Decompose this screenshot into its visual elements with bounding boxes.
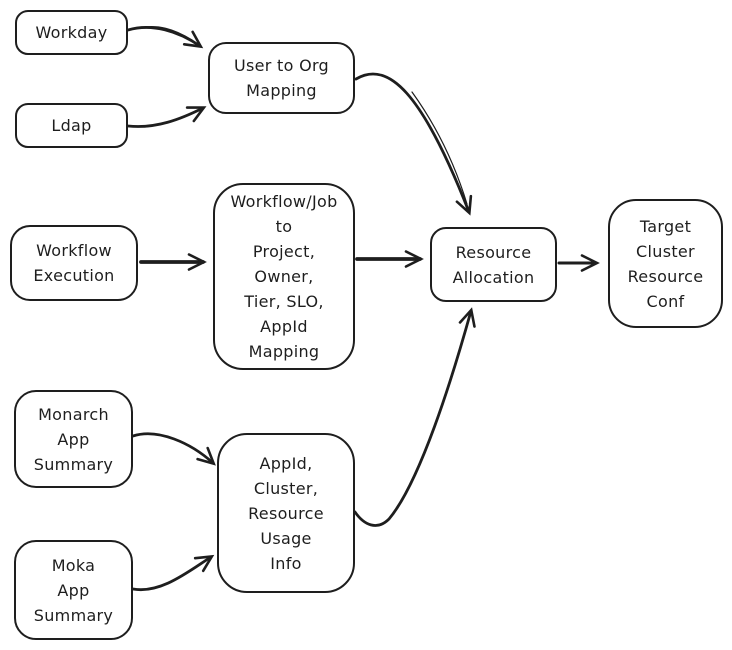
node-workflow-execution-label: Workflow Execution — [33, 241, 115, 285]
node-target-cluster-resource-conf: Target Cluster Resource Conf — [608, 199, 723, 328]
node-ldap: Ldap — [15, 103, 128, 148]
node-monarch-app-summary-label: Monarch App Summary — [33, 404, 114, 474]
node-workflow-job-mapping: Workflow/Job to Project, Owner, Tier, SL… — [213, 183, 355, 370]
node-user-to-org-mapping-label: User to Org Mapping — [233, 56, 330, 100]
node-appid-cluster-usage-info: AppId, Cluster, Resource Usage Info — [217, 433, 355, 593]
arrow-user-org-mapping-to-resource-allocation — [354, 72, 473, 216]
node-monarch-app-summary: Monarch App Summary — [14, 390, 133, 488]
node-target-cluster-resource-conf-label: Target Cluster Resource Conf — [627, 216, 704, 311]
arrow-workday-sketch-stroke — [137, 26, 193, 41]
arrow-monarch-to-appid-info — [131, 432, 216, 466]
node-moka-app-summary-label: Moka App Summary — [33, 555, 114, 625]
arrow-ldap-to-user-org-mapping — [126, 106, 207, 128]
node-ldap-label: Ldap — [51, 116, 92, 135]
node-user-to-org-mapping: User to Org Mapping — [208, 42, 355, 114]
arrow-moka-to-appid-info — [131, 554, 215, 592]
arrow-workday-to-user-org-mapping — [126, 26, 204, 49]
node-workflow-job-mapping-label: Workflow/Job to Project, Owner, Tier, SL… — [230, 192, 338, 361]
node-resource-allocation-label: Resource Allocation — [452, 242, 535, 287]
node-moka-app-summary: Moka App Summary — [14, 540, 133, 640]
node-workflow-execution: Workflow Execution — [10, 225, 138, 301]
node-workday: Workday — [15, 10, 128, 55]
arrow-user-org-sketch-stroke — [411, 91, 468, 205]
arrow-appid-info-to-resource-allocation — [353, 307, 476, 527]
node-appid-cluster-usage-info-label: AppId, Cluster, Resource Usage Info — [248, 453, 324, 573]
node-workday-label: Workday — [35, 23, 108, 42]
node-resource-allocation: Resource Allocation — [430, 227, 557, 302]
